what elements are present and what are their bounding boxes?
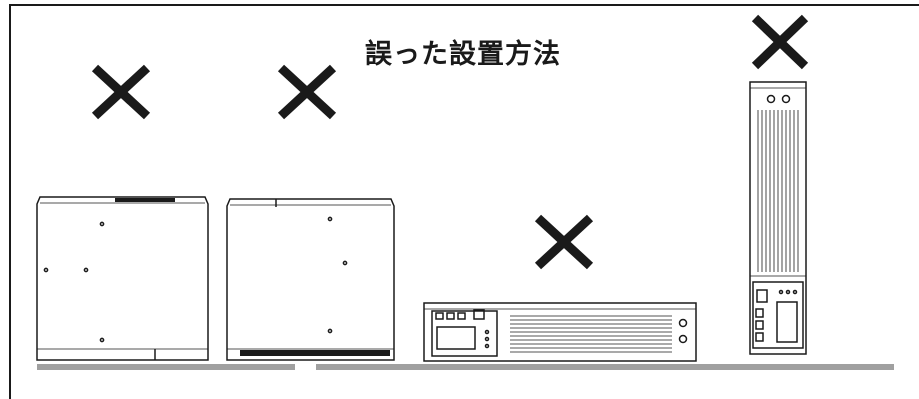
wrong-mark-2 (277, 64, 337, 120)
unit-upright (749, 81, 807, 355)
wrong-mark-4 (751, 14, 809, 70)
wrong-mark-1 (91, 64, 151, 120)
diagram-frame (9, 4, 919, 399)
unit-flat-1 (36, 196, 209, 361)
unit-flat-2 (226, 198, 395, 361)
floor-right (316, 364, 894, 370)
floor-left (37, 364, 295, 370)
wrong-mark-3 (534, 214, 594, 270)
unit-horizontal (423, 302, 697, 362)
diagram-title: 誤った設置方法 (365, 39, 561, 70)
